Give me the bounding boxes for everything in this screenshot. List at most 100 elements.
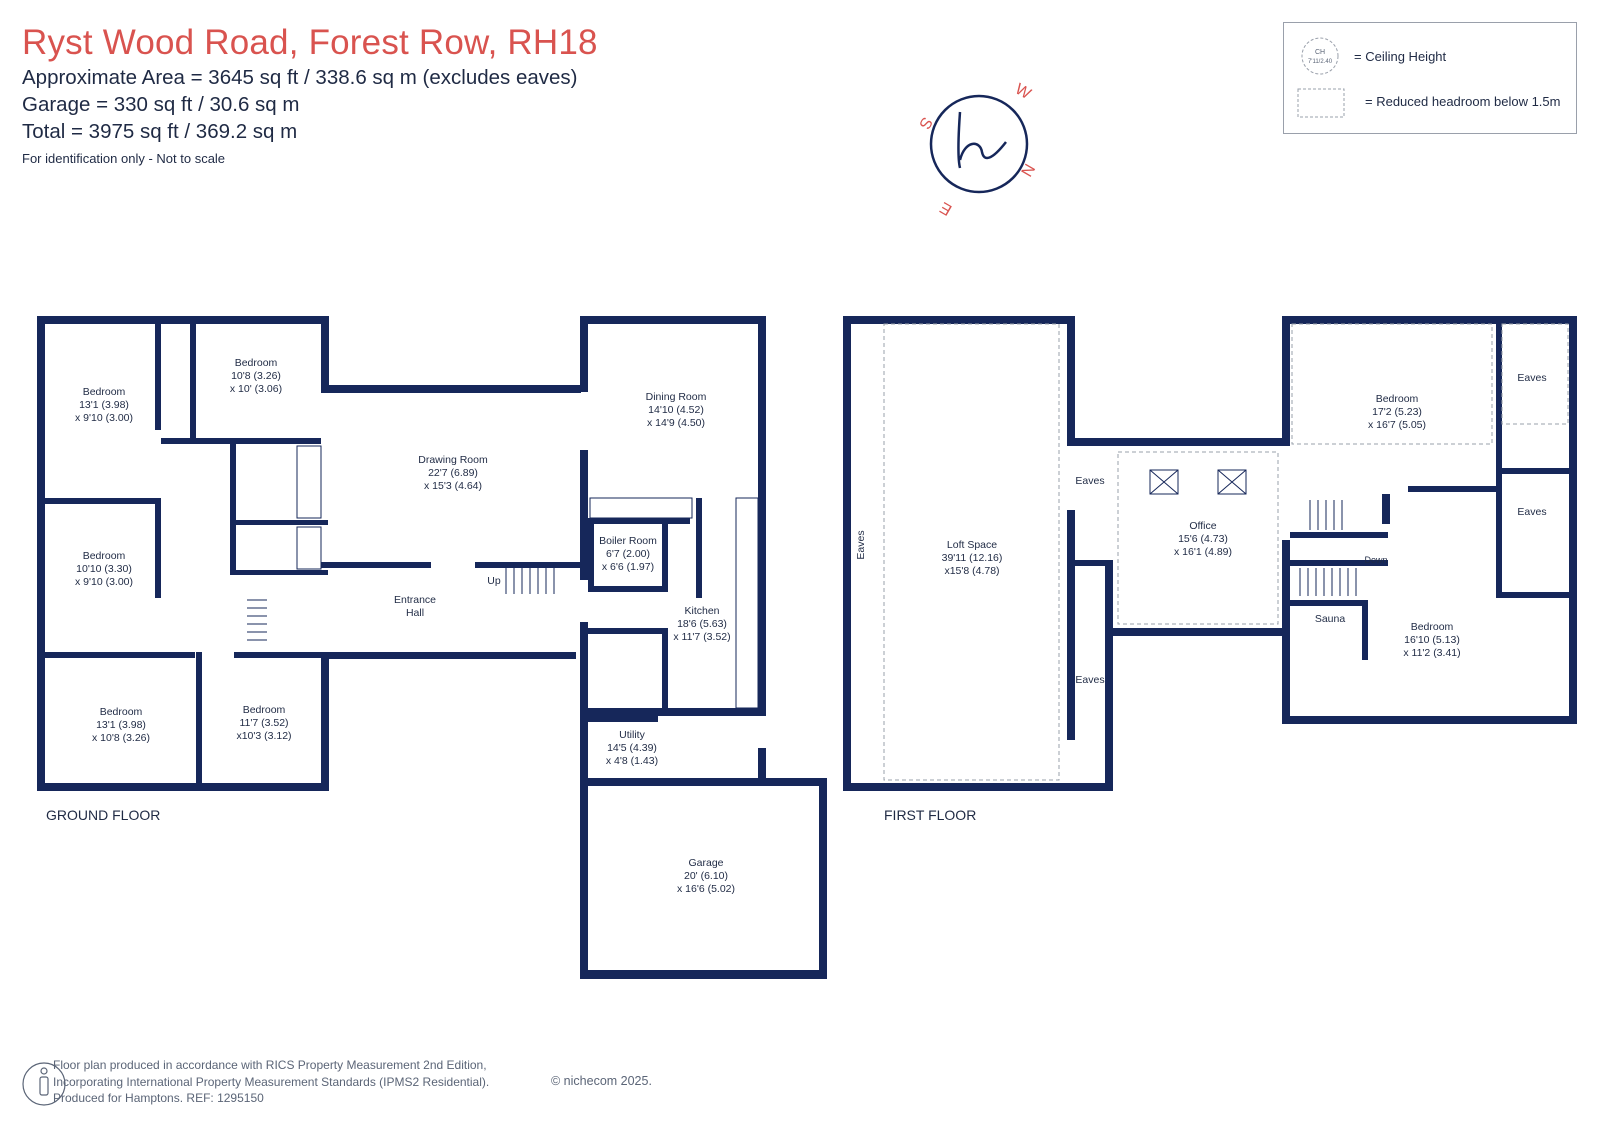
svg-text:x 9'10 (3.00): x 9'10 (3.00) bbox=[75, 412, 133, 424]
compass-s: S bbox=[915, 114, 935, 132]
svg-text:13'1 (3.98): 13'1 (3.98) bbox=[96, 719, 146, 731]
footer-person-icon bbox=[22, 1062, 66, 1106]
svg-text:15'6 (4.73): 15'6 (4.73) bbox=[1178, 533, 1228, 545]
footer-line-3: Produced for Hamptons. REF: 1295150 bbox=[53, 1091, 264, 1105]
compass-e: E bbox=[937, 198, 955, 218]
svg-text:16'10 (5.13): 16'10 (5.13) bbox=[1404, 634, 1460, 646]
svg-text:x 16'1 (4.89): x 16'1 (4.89) bbox=[1174, 546, 1232, 558]
ceiling-height-icon bbox=[1301, 37, 1339, 75]
svg-text:x 10'8 (3.26): x 10'8 (3.26) bbox=[92, 732, 150, 744]
svg-text:20' (6.10): 20' (6.10) bbox=[684, 870, 728, 882]
skylights bbox=[1149, 469, 1247, 495]
compass-n: N bbox=[1019, 161, 1040, 180]
svg-text:Bedroom: Bedroom bbox=[100, 706, 143, 718]
svg-text:x 14'9 (4.50): x 14'9 (4.50) bbox=[647, 417, 705, 429]
footer-text: Floor plan produced in accordance with R… bbox=[53, 1057, 489, 1107]
svg-text:Kitchen: Kitchen bbox=[684, 605, 719, 617]
ground-floor-label: GROUND FLOOR bbox=[46, 807, 160, 823]
svg-text:13'1 (3.98): 13'1 (3.98) bbox=[79, 399, 129, 411]
reduced-headroom-icon bbox=[1297, 88, 1345, 118]
svg-text:x 15'3 (4.64): x 15'3 (4.64) bbox=[424, 480, 482, 492]
legend-ceiling-height: = Ceiling Height bbox=[1354, 49, 1447, 64]
svg-text:Boiler Room: Boiler Room bbox=[599, 535, 657, 547]
legend-box: CH 7'11/2.40 = Ceiling Height = Reduced … bbox=[1283, 22, 1577, 134]
ground-floor-walls bbox=[37, 316, 827, 979]
eaves-label-5: Eaves bbox=[855, 530, 867, 559]
eaves-label-3: Eaves bbox=[1517, 372, 1546, 384]
total-area: Total = 3975 sq ft / 369.2 sq m bbox=[22, 120, 298, 143]
stairs-up-label: Up bbox=[487, 575, 501, 587]
room-sauna: Sauna bbox=[1315, 613, 1346, 625]
svg-text:x 6'6 (1.97): x 6'6 (1.97) bbox=[602, 561, 654, 573]
logo-h-glyph bbox=[957, 111, 1007, 169]
svg-text:Bedroom: Bedroom bbox=[1376, 393, 1419, 405]
eaves-label-4: Eaves bbox=[1517, 506, 1546, 518]
compass-w: W bbox=[1012, 81, 1034, 104]
svg-text:x 16'7 (5.05): x 16'7 (5.05) bbox=[1368, 419, 1426, 431]
first-floor-walls bbox=[843, 316, 1577, 791]
ch-badge-top: CH bbox=[1315, 49, 1325, 56]
first-floor-label: FIRST FLOOR bbox=[884, 807, 976, 823]
compass-logo: W N E S bbox=[915, 81, 1039, 219]
svg-text:Dining Room: Dining Room bbox=[646, 391, 707, 403]
svg-text:x10'3 (3.12): x10'3 (3.12) bbox=[236, 730, 291, 742]
svg-text:Office: Office bbox=[1189, 520, 1216, 532]
svg-text:14'5 (4.39): 14'5 (4.39) bbox=[607, 742, 657, 754]
svg-text:18'6 (5.63): 18'6 (5.63) bbox=[677, 618, 727, 630]
legend-graphics: CH 7'11/2.40 bbox=[1297, 37, 1345, 118]
svg-text:Bedroom: Bedroom bbox=[1411, 621, 1454, 633]
first-stairs bbox=[1299, 500, 1357, 596]
svg-text:x 9'10 (3.00): x 9'10 (3.00) bbox=[75, 576, 133, 588]
legend-reduced-headroom: = Reduced headroom below 1.5m bbox=[1365, 94, 1561, 109]
svg-text:x 16'6 (5.02): x 16'6 (5.02) bbox=[677, 883, 735, 895]
svg-text:x 4'8 (1.43): x 4'8 (1.43) bbox=[606, 755, 658, 767]
svg-text:Drawing Room: Drawing Room bbox=[418, 454, 488, 466]
eaves-label-2: Eaves bbox=[1075, 674, 1104, 686]
garage-area: Garage = 330 sq ft / 30.6 sq m bbox=[22, 93, 300, 116]
stairs-down-label: Down bbox=[1364, 555, 1387, 565]
footer-line-1: Floor plan produced in accordance with R… bbox=[53, 1058, 487, 1072]
svg-text:x 11'7 (3.52): x 11'7 (3.52) bbox=[673, 631, 730, 643]
svg-text:Loft Space: Loft Space bbox=[947, 539, 997, 551]
approx-area: Approximate Area = 3645 sq ft / 338.6 sq… bbox=[22, 66, 578, 89]
svg-text:Utility: Utility bbox=[619, 729, 645, 741]
svg-text:Bedroom: Bedroom bbox=[243, 704, 286, 716]
eaves-label-1: Eaves bbox=[1075, 475, 1104, 487]
svg-text:10'10 (3.30): 10'10 (3.30) bbox=[76, 563, 132, 575]
ground-stairs bbox=[247, 568, 555, 641]
svg-text:Bedroom: Bedroom bbox=[83, 550, 126, 562]
svg-text:Bedroom: Bedroom bbox=[235, 357, 278, 369]
plan-header: Ryst Wood Road, Forest Row, RH18 Approxi… bbox=[22, 22, 598, 166]
svg-text:17'2 (5.23): 17'2 (5.23) bbox=[1372, 406, 1422, 418]
svg-text:x 11'2 (3.41): x 11'2 (3.41) bbox=[1403, 647, 1460, 659]
svg-text:x 10' (3.06): x 10' (3.06) bbox=[230, 383, 282, 395]
ch-badge-bottom: 7'11/2.40 bbox=[1308, 59, 1333, 65]
svg-text:39'11 (12.16): 39'11 (12.16) bbox=[942, 552, 1003, 564]
footer-line-2: Incorporating International Property Mea… bbox=[53, 1074, 490, 1089]
svg-text:x15'8 (4.78): x15'8 (4.78) bbox=[944, 565, 999, 577]
svg-text:10'8 (3.26): 10'8 (3.26) bbox=[231, 370, 281, 382]
svg-text:14'10 (4.52): 14'10 (4.52) bbox=[648, 404, 704, 416]
svg-text:Garage: Garage bbox=[688, 857, 723, 869]
svg-text:Entrance: Entrance bbox=[394, 594, 436, 606]
property-title: Ryst Wood Road, Forest Row, RH18 bbox=[22, 23, 598, 62]
scale-note: For identification only - Not to scale bbox=[22, 151, 226, 166]
